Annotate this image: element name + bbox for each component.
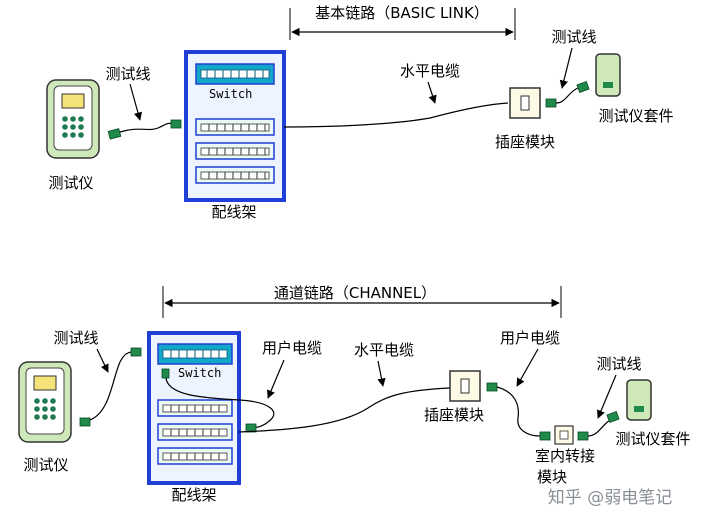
channel-link-diagram: 通道链路（CHANNEL） 测试仪 测试线 (18, 284, 691, 504)
patch-panel-label: 配线架 (211, 203, 256, 221)
test-cord-left-cable (119, 122, 173, 133)
horizontal-cable-line (283, 102, 509, 128)
tester-kit-device (626, 379, 652, 421)
patch-panel-rack: Switch (147, 331, 241, 485)
outlet-module (509, 87, 541, 119)
user-cable-left-pointer (267, 359, 285, 399)
test-cord-right-cable (555, 87, 579, 104)
keypad-icon (62, 116, 84, 138)
user-cable-left-line (165, 377, 275, 429)
indoor-adapter-label-line1: 室内转接 (535, 447, 595, 465)
patch-panel-label: 配线架 (171, 486, 216, 504)
horizontal-cable-label: 水平电缆 (354, 341, 414, 359)
tester-label: 测试仪 (48, 174, 93, 192)
tester-label: 测试仪 (23, 456, 68, 474)
connector-icon (130, 347, 142, 357)
patch-panel-row (195, 166, 275, 184)
test-cord-right-label: 测试线 (596, 355, 641, 373)
horizontal-cable-pointer (427, 81, 437, 104)
indoor-adapter-module (554, 425, 574, 445)
test-cord-left-pointer (129, 83, 143, 121)
patch-panel-row (195, 118, 275, 136)
basic-link-label: 基本链路（BASIC LINK） (315, 4, 489, 22)
tester-kit-label: 测试仪套件 (615, 430, 690, 448)
user-cable-left-label: 用户电缆 (262, 339, 322, 357)
connector-icon (107, 128, 122, 140)
horizontal-cable-line (238, 387, 451, 433)
patch-panel-row (157, 447, 233, 465)
test-cord-left-pointer (96, 348, 109, 373)
test-cord-right-pointer (597, 374, 617, 419)
outlet-module-label: 插座模块 (495, 133, 555, 151)
test-cord-right-label: 测试线 (551, 28, 596, 46)
patch-panel-row (157, 399, 233, 417)
outlet-module-label: 插座模块 (424, 406, 484, 424)
channel-link-label: 通道链路（CHANNEL） (274, 284, 436, 302)
connector-icon (545, 98, 557, 108)
horizontal-cable-pointer (377, 360, 386, 387)
switch-label: Switch (209, 87, 252, 101)
indoor-adapter-label-line2: 模块 (537, 468, 567, 486)
keypad-icon (34, 398, 56, 420)
connector-icon (606, 411, 620, 423)
test-cord-left-label: 测试线 (53, 329, 98, 347)
connector-icon (577, 431, 589, 441)
test-cord-right-cable (587, 419, 611, 437)
switch-label: Switch (178, 366, 221, 380)
connector-icon (170, 119, 182, 129)
basic-link-diagram: 基本链路（BASIC LINK） 测试仪 测试线 (46, 4, 674, 221)
horizontal-cable-label: 水平电缆 (400, 62, 460, 80)
test-cord-right-pointer (559, 47, 573, 89)
patch-panel-rack: Switch (184, 50, 286, 202)
connector-icon (539, 431, 551, 441)
connector-icon (161, 368, 170, 379)
patch-panel-row (157, 423, 233, 441)
user-cable-right-pointer (516, 348, 539, 387)
connector-icon (486, 382, 498, 392)
patch-panel-row (195, 142, 275, 160)
tester-kit-device (595, 53, 621, 97)
test-cord-left-cable (89, 351, 133, 421)
tester-device (18, 361, 72, 443)
outlet-module (449, 370, 481, 402)
tester-device (46, 79, 100, 159)
connector-icon (576, 81, 590, 93)
test-cord-left-label: 测试线 (105, 65, 150, 83)
user-cable-right-label: 用户电缆 (500, 329, 560, 347)
connector-icon (79, 417, 91, 427)
user-cable-right-line (496, 386, 541, 437)
tester-kit-label: 测试仪套件 (598, 107, 673, 125)
watermark-text: 知乎 @弱电笔记 (548, 488, 672, 508)
